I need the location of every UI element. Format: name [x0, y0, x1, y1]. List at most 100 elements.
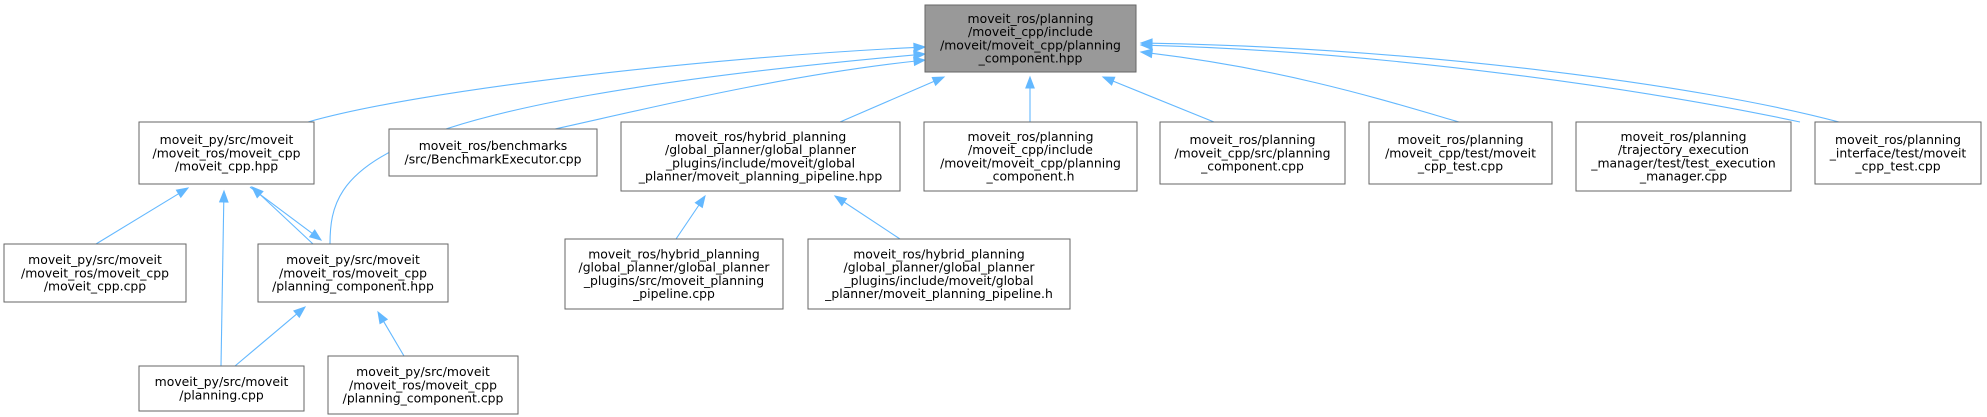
node-label-line: _manager.cpp	[1639, 169, 1727, 184]
node-hybrid-pipeline-h[interactable]: moveit_ros/hybrid_planning/global_planne…	[807, 238, 1071, 310]
node-label-line: _planner/moveit_planning_pipeline.hpp	[638, 169, 883, 184]
node-label-line: moveit_ros/planning	[1190, 132, 1316, 147]
edge-line	[382, 319, 405, 357]
node-label-line: _component.hpp	[978, 51, 1083, 66]
edge-test-execution-manager-to-root	[1139, 40, 1801, 123]
edge-py-planning-cpp-to-py-moveit-cpp-hpp	[218, 189, 229, 367]
node-box	[327, 355, 519, 415]
node-label-line: _plugins/include/moveit/global	[665, 155, 855, 170]
arrowhead	[218, 189, 229, 203]
node-box	[564, 238, 784, 310]
node-label-line: moveit_ros/planning	[1621, 129, 1747, 144]
node-py-moveit-cpp-hpp[interactable]: moveit_py/src/moveit/moveit_ros/moveit_c…	[138, 121, 315, 185]
edge-moveit-cpp-test-to-root	[1139, 48, 1460, 123]
edge-line	[258, 192, 314, 245]
edge-line	[249, 186, 315, 236]
node-box	[923, 121, 1138, 192]
node-label-line: moveit_ros/hybrid_planning	[853, 247, 1025, 262]
node-label-line: /src/BenchmarkExecutor.cpp	[405, 151, 582, 166]
node-hybrid-pipeline-cpp[interactable]: moveit_ros/hybrid_planning/global_planne…	[564, 238, 784, 310]
edge-py-moveit-cpp-hpp-to-root	[307, 42, 927, 123]
node-label-line: /moveit_cpp/test/moveit	[1385, 145, 1536, 160]
node-label-line: moveit_ros/hybrid_planning	[588, 247, 760, 262]
node-label-line: /planning_component.hpp	[272, 279, 434, 294]
arrowhead	[1101, 76, 1116, 86]
node-label-line: _cpp_test.cpp	[1854, 159, 1940, 174]
arrowhead	[913, 42, 927, 53]
node-label-line: /global_planner/global_planner	[844, 260, 1036, 275]
arrowhead	[1139, 38, 1153, 49]
edge-py-moveit-cpp-hpp-to-py-planning-component-hpp	[249, 186, 323, 241]
node-box	[620, 121, 901, 192]
arrowhead	[694, 194, 706, 209]
node-py-planning-component-cpp[interactable]: moveit_py/src/moveit/moveit_ros/moveit_c…	[327, 355, 519, 415]
edge-line	[1111, 79, 1215, 123]
edge-line	[675, 203, 701, 240]
node-box	[138, 121, 315, 185]
node-label-line: _interface/test/moveit	[1829, 145, 1967, 160]
node-label-line: _component.h	[985, 169, 1074, 184]
node-label-line: _planner/moveit_planning_pipeline.h	[824, 286, 1053, 301]
root-node-box	[924, 4, 1137, 73]
edge-line	[1149, 52, 1460, 123]
node-label-line: _plugins/include/moveit/global	[843, 273, 1033, 288]
node-py-planning-cpp[interactable]: moveit_py/src/moveit/planning.cpp	[138, 365, 305, 412]
edge-line	[95, 192, 181, 245]
node-label-line: moveit_ros/planning	[968, 11, 1094, 26]
node-root[interactable]: moveit_ros/planning/moveit_cpp/include/m…	[924, 4, 1137, 73]
edge-line	[1149, 42, 1840, 123]
edge-line	[554, 60, 917, 130]
node-label-line: /moveit_cpp.hpp	[175, 159, 278, 174]
node-label-line: /moveit_ros/moveit_cpp	[349, 377, 497, 392]
node-planning-component-cpp[interactable]: moveit_ros/planning/moveit_cpp/src/plann…	[1159, 121, 1346, 185]
node-label-line: /moveit_ros/moveit_cpp	[279, 265, 427, 280]
node-label-line: _pipeline.cpp	[632, 286, 715, 301]
node-box	[388, 128, 598, 177]
node-planning-interface-test[interactable]: moveit_ros/planning_interface/test/movei…	[1814, 121, 1982, 185]
node-moveit-cpp-test[interactable]: moveit_ros/planning/moveit_cpp/test/move…	[1368, 121, 1553, 185]
node-box	[257, 243, 449, 303]
arrowhead	[833, 195, 848, 207]
node-box	[1368, 121, 1553, 185]
node-label-line: /moveit_cpp/include	[968, 24, 1093, 39]
node-label-line: /trajectory_execution	[1618, 142, 1749, 157]
edge-planning-component-h-to-root	[1025, 75, 1035, 122]
arrowhead	[1139, 48, 1154, 59]
node-benchmark-executor[interactable]: moveit_ros/benchmarks/src/BenchmarkExecu…	[388, 128, 598, 177]
node-label-line: /moveit_ros/moveit_cpp	[153, 145, 301, 160]
node-label-line: _cpp_test.cpp	[1417, 159, 1503, 174]
edge-hybrid-pipeline-h-to-hybrid-pipeline-hpp	[833, 195, 901, 240]
arrowhead	[913, 56, 927, 67]
edge-planning-component-cpp-to-root	[1101, 76, 1215, 123]
node-box	[138, 365, 305, 412]
node-label-line: /moveit/moveit_cpp/planning	[940, 155, 1121, 170]
node-box	[1814, 121, 1982, 185]
node-label-line: moveit_ros/planning	[1835, 132, 1961, 147]
node-label-line: /moveit_cpp.cpp	[44, 279, 146, 294]
edge-line	[839, 80, 936, 123]
edge-planning-interface-test-to-root	[1139, 38, 1840, 123]
node-label-line: moveit_ros/planning	[1398, 132, 1524, 147]
node-label-line: /planning.cpp	[179, 387, 264, 402]
arrowhead	[308, 229, 323, 241]
node-label-line: moveit_py/src/moveit	[356, 364, 490, 379]
edge-py-planning-component-cpp-to-py-planning-component-hpp	[377, 310, 405, 357]
node-hybrid-pipeline-hpp[interactable]: moveit_ros/hybrid_planning/global_planne…	[620, 121, 901, 192]
arrowhead	[931, 76, 946, 87]
node-label-line: _plugins/src/moveit_planning	[583, 273, 764, 288]
node-py-planning-component-hpp[interactable]: moveit_py/src/moveit/moveit_ros/moveit_c…	[257, 243, 449, 303]
edges-layer	[95, 38, 1840, 367]
node-py-moveit-cpp-cpp[interactable]: moveit_py/src/moveit/moveit_ros/moveit_c…	[3, 243, 187, 303]
node-label-line: moveit_py/src/moveit	[28, 252, 162, 267]
node-planning-component-h[interactable]: moveit_ros/planning/moveit_cpp/include/m…	[923, 121, 1138, 192]
node-label-line: /moveit/moveit_cpp/planning	[940, 37, 1121, 52]
node-test-execution-manager[interactable]: moveit_ros/planning/trajectory_execution…	[1575, 121, 1792, 192]
edge-hybrid-pipeline-cpp-to-hybrid-pipeline-hpp	[675, 194, 706, 240]
edge-line	[234, 312, 299, 367]
edge-py-planning-cpp-to-py-planning-component-hpp	[234, 306, 307, 367]
node-label-line: /moveit_ros/moveit_cpp	[21, 265, 169, 280]
node-box	[1159, 121, 1346, 185]
node-label-line: /moveit_cpp/include	[968, 142, 1093, 157]
node-label-line: moveit_py/src/moveit	[160, 132, 294, 147]
